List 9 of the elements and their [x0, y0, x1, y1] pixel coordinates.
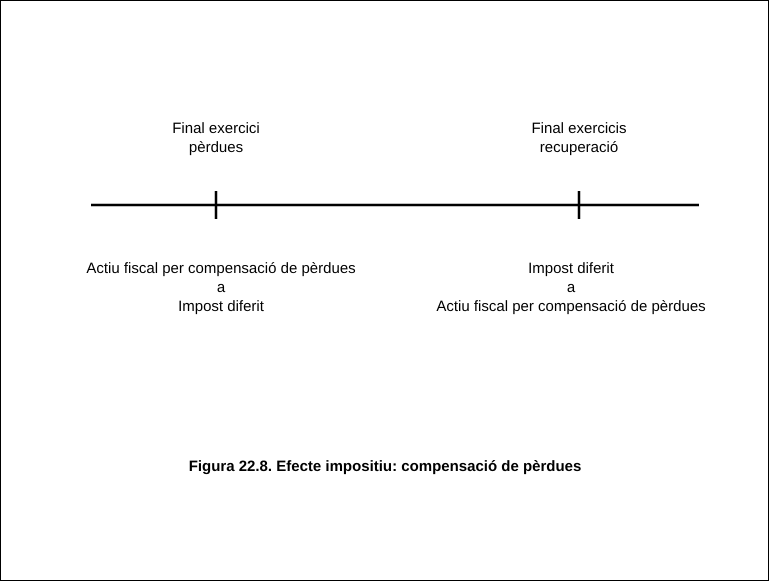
- journal-entry-text: Impost diferit: [178, 297, 264, 316]
- journal-entry-text: a: [566, 278, 576, 297]
- journal-entry-text: Actiu fiscal per compensació de pèrdues: [86, 259, 356, 278]
- period-label: Final exercici pèrdues: [171, 119, 261, 157]
- journal-entry-text: a: [216, 278, 226, 297]
- journal-entry-text: Impost diferit: [528, 259, 614, 278]
- period-label: Final exercicis recuperació: [530, 119, 628, 157]
- figure-caption: Figura 22.8. Efecte impositiu: compensació de pèrdues: [188, 458, 582, 475]
- journal-entry-text: Actiu fiscal per compensació de pèrdues: [436, 297, 706, 316]
